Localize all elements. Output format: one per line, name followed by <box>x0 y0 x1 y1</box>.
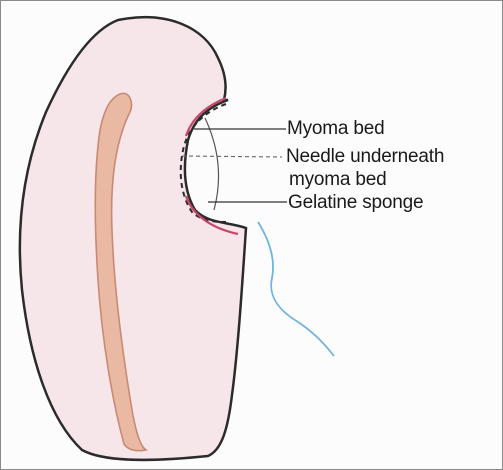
suture-thread <box>258 222 334 356</box>
label-needle-line1: Needle underneath <box>286 147 444 167</box>
label-myoma-bed: Myoma bed <box>287 119 384 139</box>
leader-line-needle <box>182 156 282 157</box>
label-gelatine-sponge: Gelatine sponge <box>288 193 423 213</box>
needle-arc <box>205 118 219 210</box>
label-needle-line2: myoma bed <box>289 170 386 190</box>
uterus-body <box>20 17 246 460</box>
